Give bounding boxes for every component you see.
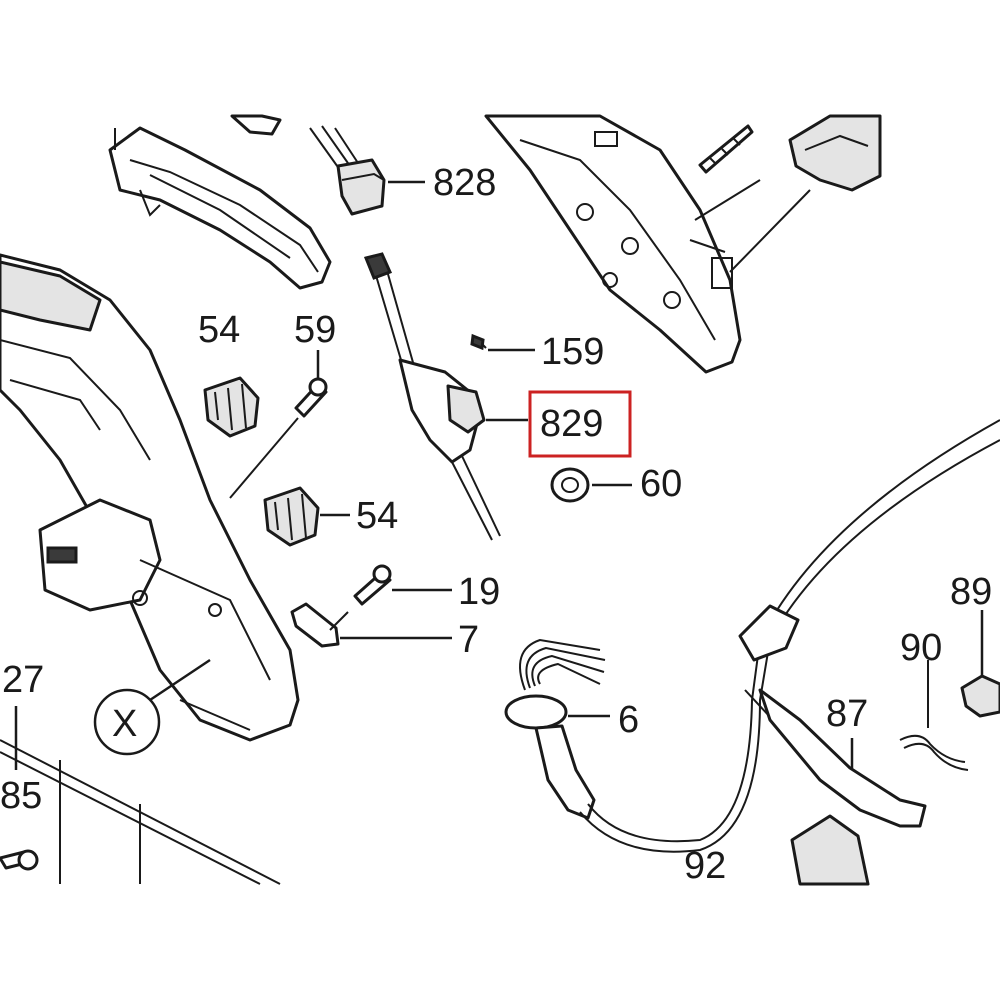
callout-54-lower: 54: [356, 495, 398, 537]
callout-92: 92: [684, 845, 726, 887]
handle-grip-part: [108, 126, 332, 290]
part-90-spring: [899, 660, 969, 771]
callout-85: 85: [0, 775, 42, 817]
callout-829: 829: [540, 403, 603, 445]
detail-x-label: X: [112, 703, 137, 745]
callout-19: 19: [458, 571, 500, 613]
part-89-knob: [960, 674, 1000, 718]
callout-60: 60: [640, 463, 682, 505]
callout-159: 159: [541, 331, 604, 373]
part-54-upper-clip: [203, 376, 260, 438]
detail-x-marker: [93, 658, 211, 756]
part-87-lever: [758, 688, 927, 828]
callout-54-upper: 54: [198, 309, 240, 351]
part-54-lower-clip: [263, 486, 320, 547]
part-59-screw: [229, 350, 328, 499]
callout-828: 828: [433, 162, 496, 204]
callout-59: 59: [294, 309, 336, 351]
bottom-left-rail: [0, 706, 281, 885]
leader-top-right-1: [694, 179, 761, 221]
bottom-right-button: [790, 814, 870, 886]
part-19-screw: [353, 564, 392, 606]
callout-89: 89: [950, 571, 992, 613]
highlight-box-829: [528, 390, 632, 458]
part-7-lever: [290, 602, 349, 648]
callout-7: 7: [458, 619, 479, 661]
part-829-switch-module: [363, 252, 501, 541]
screw-top-right: [698, 124, 754, 174]
part-828-connector: [309, 125, 386, 216]
housing-right-upper: [484, 114, 742, 374]
switch-block-top-right: [788, 114, 882, 192]
top-clip-part: [230, 114, 282, 136]
callout-87: 87: [826, 693, 868, 735]
housing-left-main: [0, 253, 300, 742]
leader-top-right-2: [729, 189, 811, 273]
callout-6: 6: [618, 699, 639, 741]
callout-90: 90: [900, 627, 942, 669]
part-6-cable: [504, 419, 1000, 853]
part-85-screw: [0, 849, 39, 871]
callout-27: 27: [2, 659, 44, 701]
part-60-grommet: [550, 467, 590, 503]
